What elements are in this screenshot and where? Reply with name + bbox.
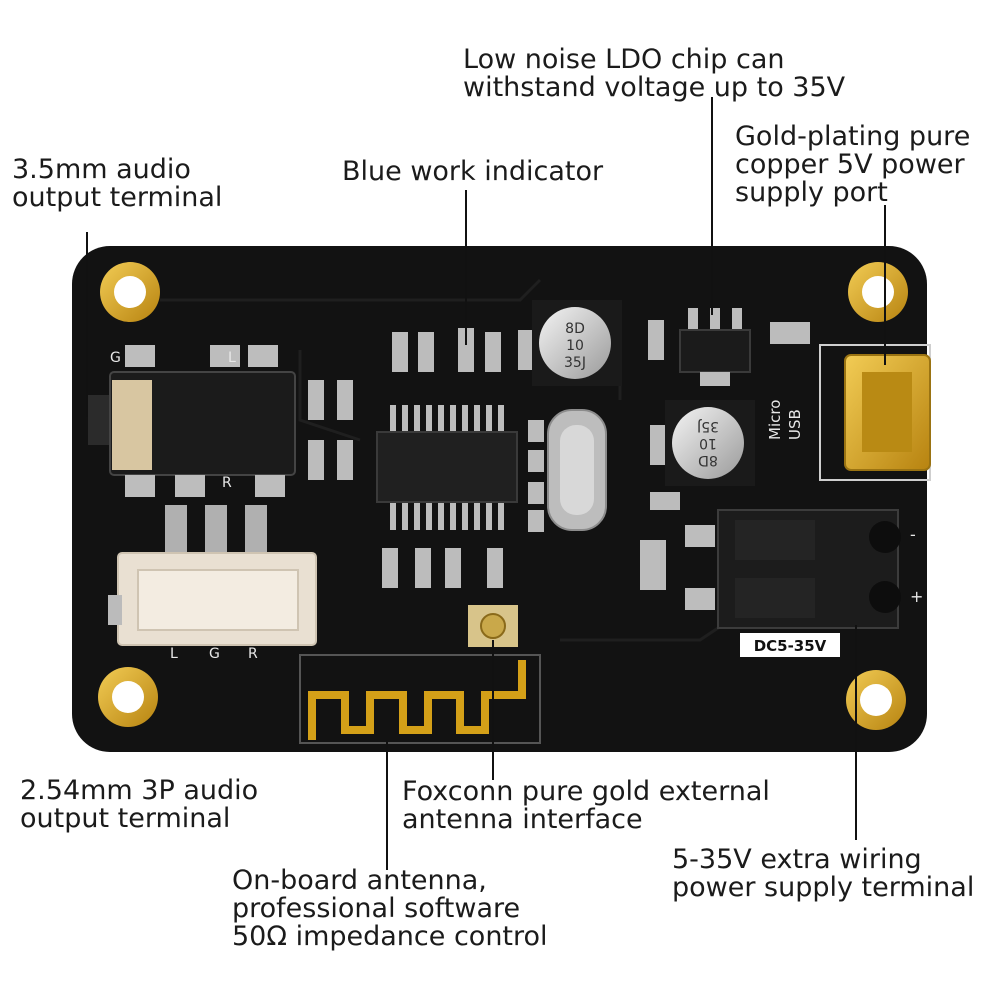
audio-jack-3-5mm (88, 345, 296, 497)
callout-ldo: Low noise LDO chip can withstand voltage… (463, 46, 845, 102)
leader-onboard-antenna (386, 740, 388, 870)
main-ic (376, 405, 518, 530)
callout-onboard-antenna-line-2: professional software (232, 893, 521, 924)
onboard-antenna (299, 654, 541, 744)
smd-components (308, 320, 810, 590)
leader-power-port (884, 205, 886, 365)
callout-ext-antenna: Foxconn pure gold external antenna inter… (402, 778, 770, 834)
callout-audio-254-line-2: output terminal (20, 803, 231, 834)
callout-ldo-line-1: Low noise LDO chip can (463, 44, 785, 75)
capacitor-2: 8D 10 35J (665, 400, 755, 486)
svg-text:DC5-35V: DC5-35V (754, 637, 827, 655)
callout-onboard-antenna-line-3: 50Ω impedance control (232, 921, 548, 952)
callout-onboard-antenna-line-1: On-board antenna, (232, 865, 487, 896)
callout-onboard-antenna: On-board antenna, professional software … (232, 867, 548, 951)
callout-power-port-line-3: supply port (735, 177, 888, 208)
svg-text:L: L (228, 350, 236, 366)
leader-wiring-terminal (855, 625, 857, 840)
callout-wiring-terminal-line-1: 5-35V extra wiring (672, 844, 922, 875)
callout-audio-254-line-1: 2.54mm 3P audio (20, 775, 259, 806)
mounting-holes (98, 262, 908, 730)
leader-ext-antenna (492, 640, 494, 780)
callout-wiring-terminal: 5-35V extra wiring power supply terminal (672, 846, 974, 902)
svg-text:8D: 8D (698, 452, 718, 468)
callout-ldo-line-2: withstand voltage up to 35V (463, 72, 846, 103)
callout-power-port: Gold-plating pure copper 5V power supply… (735, 123, 970, 207)
svg-text:-: - (910, 525, 916, 544)
callout-power-port-line-1: Gold-plating pure (735, 121, 971, 152)
svg-text:35J: 35J (564, 355, 586, 371)
callout-audio-254: 2.54mm 3P audio output terminal (20, 777, 258, 833)
callout-indicator: Blue work indicator (342, 158, 603, 186)
callout-power-port-line-2: copper 5V power (735, 149, 965, 180)
leader-audio-35 (86, 232, 88, 417)
header-2-54mm-3p (108, 505, 317, 646)
callout-audio-35-line-2: output terminal (12, 182, 223, 213)
callout-ext-antenna-line-2: antenna interface (402, 804, 643, 835)
svg-text:10: 10 (566, 338, 584, 354)
capacitor-1: 8D 10 35J (532, 300, 622, 386)
svg-text:+: + (910, 587, 923, 606)
callout-wiring-terminal-line-2: power supply terminal (672, 872, 975, 903)
screw-terminal: - + DC5-35V (685, 509, 923, 657)
svg-text:R: R (248, 646, 258, 662)
svg-text:USB: USB (786, 409, 804, 440)
ldo-chip (679, 308, 751, 386)
svg-text:10: 10 (699, 435, 717, 451)
leader-indicator (465, 190, 467, 345)
leader-ldo (711, 97, 713, 315)
svg-text:35J: 35J (697, 418, 719, 434)
svg-text:R: R (222, 475, 232, 491)
callout-ext-antenna-line-1: Foxconn pure gold external (402, 776, 770, 807)
micro-usb-port: Micro USB (766, 344, 931, 481)
svg-text:G: G (209, 646, 220, 662)
callout-audio-35-line-1: 3.5mm audio (12, 154, 191, 185)
svg-text:Micro: Micro (766, 400, 784, 440)
callout-audio-35: 3.5mm audio output terminal (12, 156, 222, 212)
callout-indicator-line-1: Blue work indicator (342, 156, 604, 187)
svg-text:G: G (110, 350, 121, 366)
svg-text:L: L (170, 646, 178, 662)
svg-text:8D: 8D (565, 321, 585, 337)
crystal-oscillator (547, 409, 607, 531)
